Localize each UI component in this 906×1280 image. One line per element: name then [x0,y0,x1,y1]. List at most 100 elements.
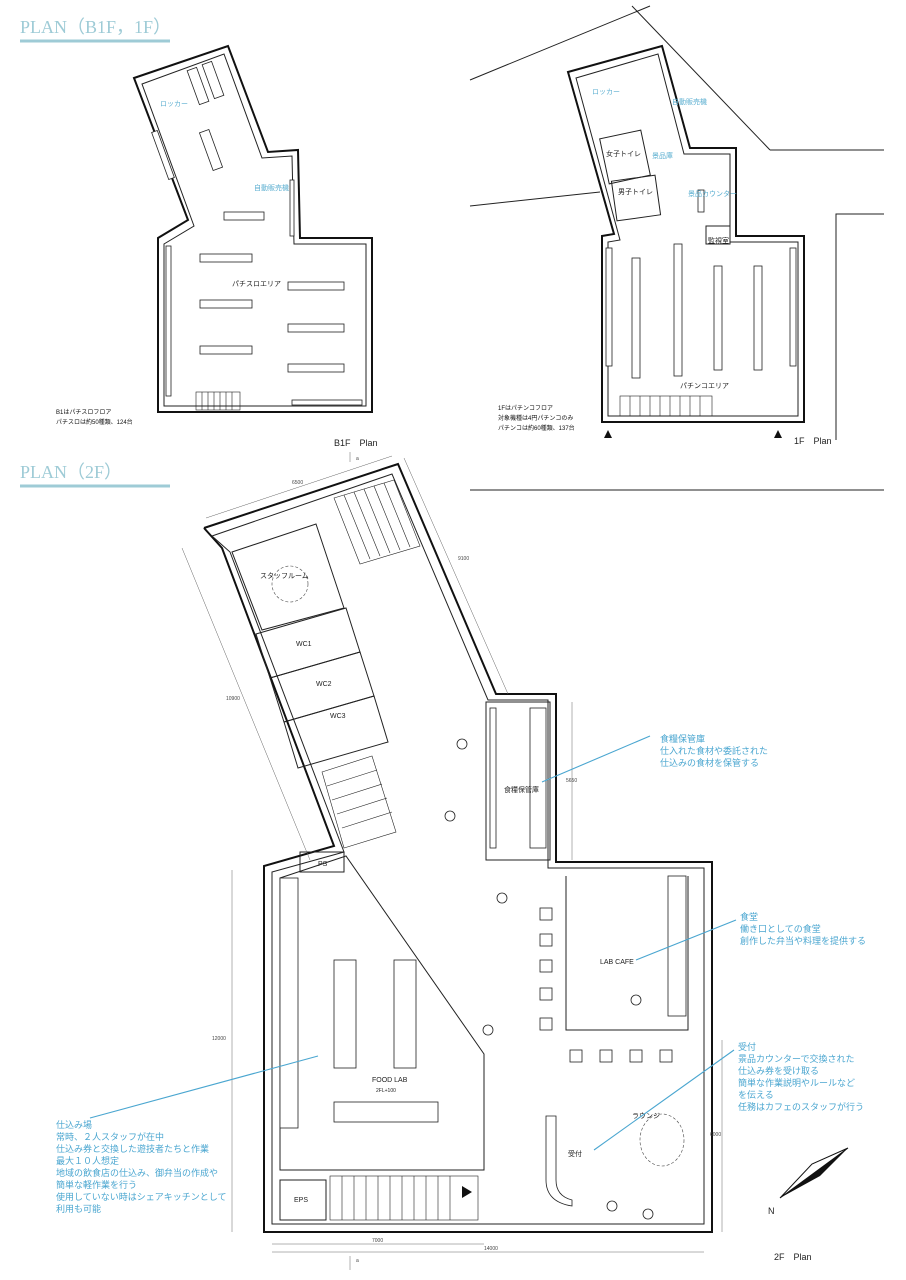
reception-counter [545,1115,573,1207]
eps-label: EPS [294,1197,308,1204]
entrance-marker [604,430,612,438]
dim-storage: 5650 [566,778,577,784]
pachinko-row [605,247,613,367]
cafe-table [659,1049,673,1063]
slot-row [198,128,224,172]
leader-line [635,919,737,961]
dim-right-upper: 9100 [458,556,469,562]
ann-kitchen-line8: 利用も可能 [56,1203,101,1214]
1f-note-line1: 1Fはパチンコフロア [498,405,553,412]
site-line [469,191,601,207]
ann-reception-line3: 仕込み券を受け取る [738,1065,819,1076]
ps-shaft [299,851,345,873]
pachinko-row [673,243,683,377]
person-icon [496,892,508,904]
ann-kitchen-line7: 使用していない時はシェアキッチンとして [56,1191,226,1202]
ann-storage-line2: 仕入れた食材や委託された [660,745,768,756]
dim-bottom-total: 14000 [484,1246,498,1252]
ann-cafe-line3: 創作した弁当や料理を提供する [740,935,866,946]
site-line [631,5,771,151]
b1f-plan: ロッカー 自動販売機 パチスロエリア B1はパチスロフロア パチスロは約50種類… [56,44,378,448]
slot-island [199,299,253,309]
slot-island [287,363,345,373]
person-icon [444,810,456,822]
food-lab-room [279,855,485,1171]
1f-stair [619,395,713,417]
1f-plan: ロッカー 自動販売機 女子トイレ 景品庫 男子トイレ 景品カウンター 監視室 パ… [469,5,884,446]
1f-monitor-room-label: 監視室 [708,236,729,245]
slot-wall-row [165,245,172,397]
prize-counter [697,189,705,213]
food-lab-level: 2FL+100 [376,1088,396,1094]
locker [186,66,210,106]
leader-line [89,1055,319,1119]
1f-outer-wall [566,44,805,423]
ann-kitchen-line6: 簡単な軽作業を行う [56,1179,137,1190]
food-lab-label: FOOD LAB [372,1077,408,1084]
annotation-storage: 食糧保管庫 仕入れた食材や委託された 仕込みの食材を保管する [541,733,768,783]
lab-cafe-label: LAB CAFE [600,959,634,966]
b1f-vending-label: 自動販売機 [254,183,289,192]
cafe-table [539,933,553,947]
dim-left-lower: 12000 [212,1036,226,1042]
2f-upper-stair [333,479,421,565]
2f-bottom-stair [329,1175,479,1221]
b1f-stair [195,391,241,411]
lounge-label: ラウンジ [632,1112,660,1120]
dimension-line [181,547,311,861]
leader-line [541,735,651,783]
2f-lower-stair [321,755,397,849]
1f-prize-counter-label: 景品カウンター [688,189,737,198]
b1f-outer-wall [132,44,373,413]
ann-reception-line4: 簡単な作業説明やルールなど [738,1077,855,1088]
staff-table [271,565,309,603]
b1f-inner-wall [141,53,367,407]
slot-island [223,211,265,221]
locker-wall [151,129,175,181]
eps-shaft [279,1179,327,1221]
storage-shelf [529,707,547,849]
dimension-line [403,457,509,695]
north-arrow-icon [779,1147,849,1199]
pachinko-row [631,257,641,379]
cafe-table [539,987,553,1001]
person-icon [482,1024,494,1036]
ps-label: PS [318,861,328,868]
b1f-note-line1: B1はパチスロフロア [56,409,111,416]
annotation-cafe: 食堂 働き口としての食堂 創作した弁当や料理を提供する [635,911,866,961]
slot-island [199,345,253,355]
slot-island [287,323,345,333]
kitchen-island [333,959,357,1069]
1f-prize-store-label: 景品庫 [652,151,673,160]
1f-inner-wall [575,53,799,417]
ann-kitchen-line2: 常時、２人スタッフが在中 [56,1131,164,1142]
stair-arrow-icon [462,1186,472,1198]
ann-kitchen-line4: 最大１０人想定 [56,1155,119,1166]
1f-womens-wc-label: 女子トイレ [606,149,641,158]
food-storage-room [485,701,551,861]
person-icon [642,1208,654,1220]
mens-toilet-room [610,174,662,222]
2f-plan-caption: 2F Plan [774,1252,812,1262]
person-icon [606,1200,618,1212]
ann-kitchen-line1: 仕込み場 [56,1119,92,1130]
person-icon [630,994,642,1006]
cafe-table [599,1049,613,1063]
axis-label-top: a [356,456,359,462]
site-line [469,5,651,81]
ann-reception-line2: 景品カウンターで交換された [738,1053,854,1064]
1f-mens-wc-label: 男子トイレ [618,188,653,196]
lounge-table [639,1113,685,1167]
1f-note-line3: パチンコは約60種類、137台 [498,424,575,432]
b1f-slot-area-label: パチスロエリア [232,280,281,288]
ann-storage-line3: 仕込みの食材を保管する [660,757,759,768]
wc3-room [283,695,389,769]
dimension-line [205,455,393,519]
site-line [835,213,884,440]
staff-room-label: スタッフルーム [260,571,309,580]
dim-left-upper: 10900 [226,696,240,702]
kitchen-counter-wall [279,877,299,1129]
annotation-reception: 受付 景品カウンターで交換された 仕込み券を受け取る 簡単な作業説明やルールなど… [593,1041,864,1151]
wc3-label: WC3 [330,713,346,720]
1f-vending-label: 自動販売機 [672,97,707,106]
